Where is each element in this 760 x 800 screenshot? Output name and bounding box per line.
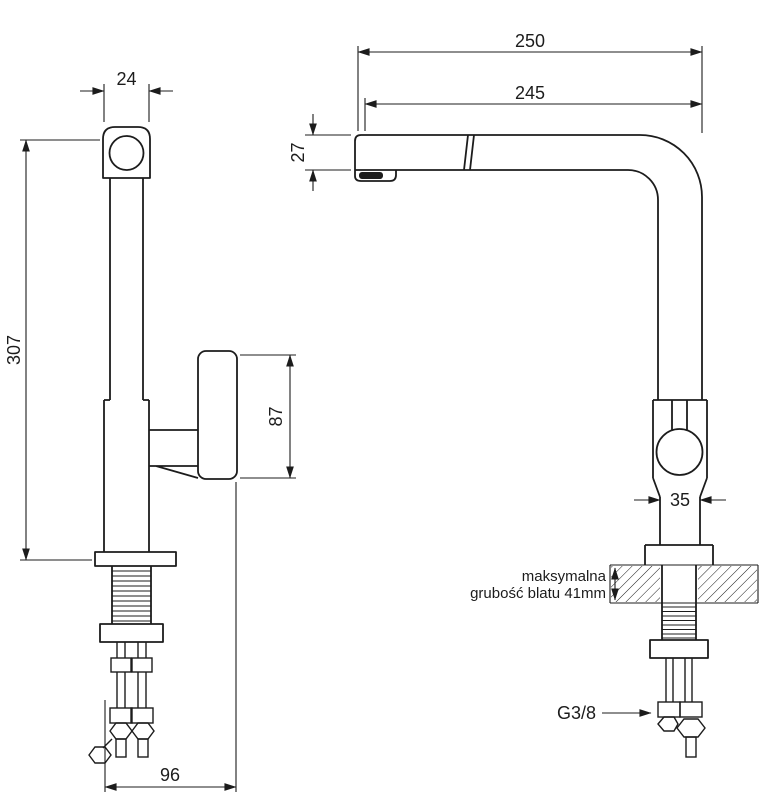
dim-label-245: 245: [515, 83, 545, 103]
dim-spout-reach: 245: [364, 83, 703, 131]
dim-label-27: 27: [288, 142, 308, 162]
spray-head-button: [108, 135, 145, 171]
aerator-outlet: [359, 172, 383, 179]
countertop-hatch-left: [611, 566, 660, 602]
dim-overall-reach: 250: [357, 31, 703, 133]
countertop-section: maksymalna grubość blatu 41mm: [470, 564, 759, 604]
lever-handle: [197, 350, 238, 480]
front-view-faucet-outline: [354, 134, 714, 565]
mounting-bracket: [99, 623, 164, 643]
dim-total-height: 307: [4, 139, 100, 561]
dim-head-width: 24: [80, 69, 173, 122]
thread-callout: G3/8: [557, 703, 652, 723]
countertop-hatch-right: [698, 566, 757, 602]
dim-label-250: 250: [515, 31, 545, 51]
base-plate: [94, 551, 177, 567]
countertop-note-line1: maksymalna: [522, 568, 607, 585]
countertop-note-line2: grubość blatu 41mm: [470, 585, 606, 602]
dim-label-96: 96: [160, 765, 180, 785]
dim-handle-height: 87: [240, 354, 296, 479]
dim-label-307: 307: [4, 335, 24, 365]
dim-label-24: 24: [116, 69, 136, 89]
side-view-faucet-outline: [94, 126, 238, 567]
hex-nut: [109, 722, 133, 740]
hex-nut-g38: [676, 718, 706, 738]
front-view-mounting-hardware: [649, 565, 709, 758]
dim-label-35: 35: [670, 490, 690, 510]
mounting-bracket: [649, 639, 709, 659]
spray-head: [102, 126, 151, 179]
thread-label: G3/8: [557, 703, 596, 723]
hex-nut: [657, 716, 679, 732]
dim-label-87: 87: [266, 406, 286, 426]
side-view: 24 307 87 96: [4, 69, 296, 792]
front-view: maksymalna grubość blatu 41mm 250: [288, 31, 759, 758]
dim-base-depth: 96: [104, 482, 237, 792]
base-plate: [644, 544, 714, 565]
dim-body-width: 35: [634, 490, 726, 510]
handle-ball: [655, 428, 704, 476]
side-view-mounting-hardware: [88, 566, 164, 764]
hex-nut: [131, 722, 155, 740]
hex-nut: [88, 746, 112, 764]
spout: [354, 134, 703, 400]
dim-spout-height: 27: [288, 114, 351, 191]
